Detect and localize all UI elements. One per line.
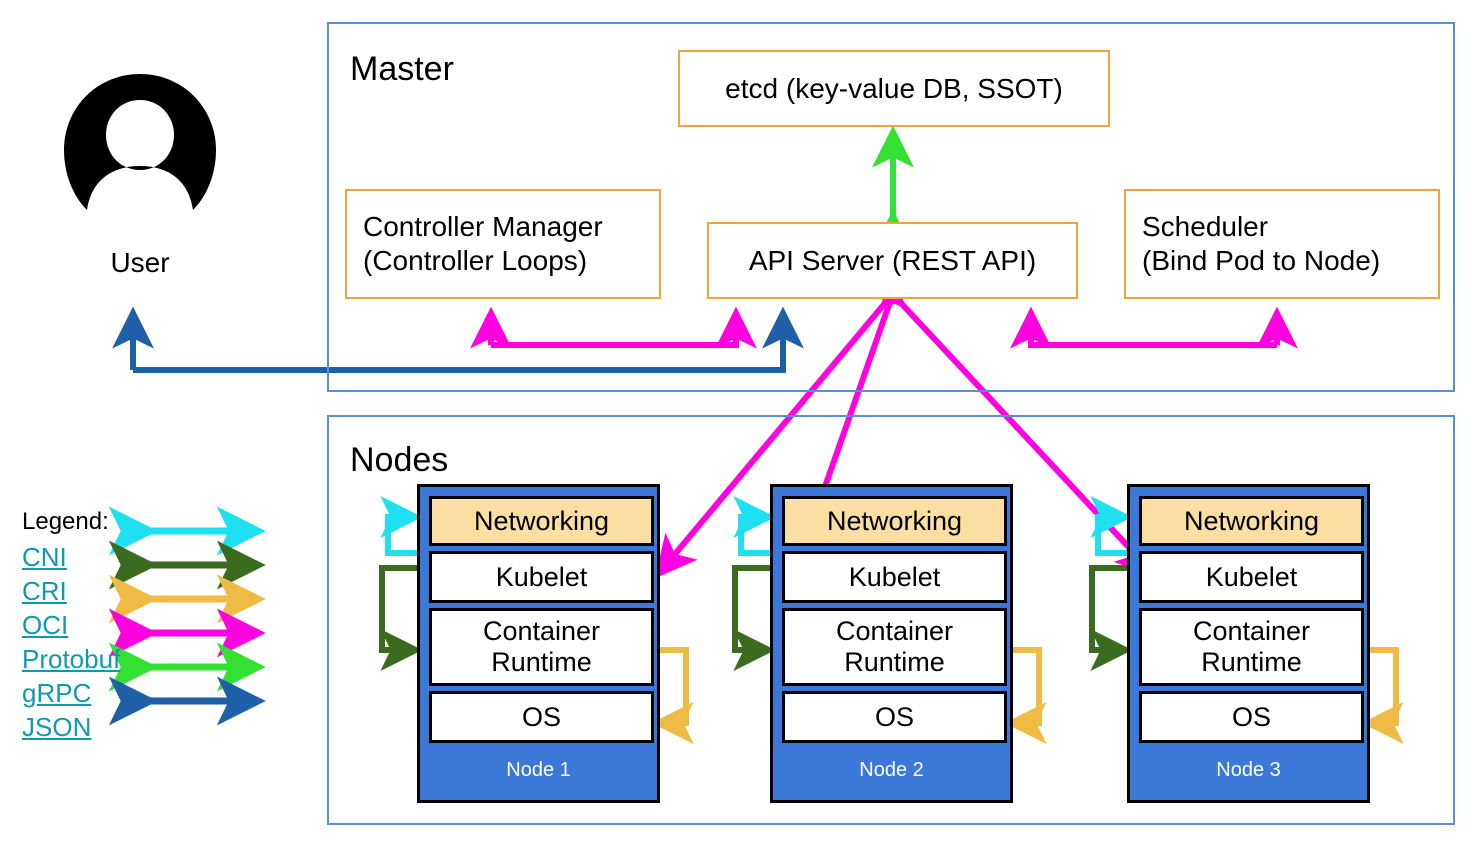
node3-os-label: OS bbox=[1231, 701, 1271, 732]
node1-networking-slot[interactable]: Networking bbox=[429, 496, 654, 546]
node2-networking-label: Networking bbox=[826, 505, 963, 536]
controller-manager-box[interactable]: Controller Manager (Controller Loops) bbox=[345, 189, 661, 299]
node1-networking-label: Networking bbox=[473, 505, 610, 536]
user-avatar-icon bbox=[64, 74, 216, 210]
node3-networking-label: Networking bbox=[1183, 505, 1320, 536]
node1-kubelet-slot[interactable]: Kubelet bbox=[429, 551, 654, 603]
node-card-1[interactable]: Networking Kubelet Container Runtime OS … bbox=[417, 484, 660, 803]
node3-kubelet-slot[interactable]: Kubelet bbox=[1139, 551, 1364, 603]
master-group-title: Master bbox=[350, 50, 454, 88]
legend-item-cri[interactable]: CRI bbox=[22, 576, 67, 606]
legend-title: Legend: bbox=[22, 508, 109, 535]
legend-item-cni[interactable]: CNI bbox=[22, 542, 67, 572]
master-group-container bbox=[327, 22, 1455, 392]
node2-container-runtime-slot[interactable]: Container Runtime bbox=[782, 608, 1007, 686]
node2-kubelet-label: Kubelet bbox=[848, 561, 941, 592]
node3-os-slot[interactable]: OS bbox=[1139, 691, 1364, 743]
etcd-box[interactable]: etcd (key-value DB, SSOT) bbox=[678, 50, 1110, 127]
scheduler-label: Scheduler (Bind Pod to Node) bbox=[1142, 211, 1381, 276]
user-figure bbox=[60, 70, 220, 230]
scheduler-box[interactable]: Scheduler (Bind Pod to Node) bbox=[1124, 189, 1440, 299]
legend-item-oci[interactable]: OCI bbox=[22, 610, 69, 640]
node2-name-label: Node 2 bbox=[859, 759, 924, 781]
legend-item-json[interactable]: JSON bbox=[22, 712, 92, 742]
node3-kubelet-label: Kubelet bbox=[1205, 561, 1298, 592]
node3-container-runtime-slot[interactable]: Container Runtime bbox=[1139, 608, 1364, 686]
node-card-3[interactable]: Networking Kubelet Container Runtime OS … bbox=[1127, 484, 1370, 803]
legend-item-protobuf[interactable]: Protobuf bbox=[22, 644, 121, 674]
node-card-2[interactable]: Networking Kubelet Container Runtime OS … bbox=[770, 484, 1013, 803]
node2-os-label: OS bbox=[874, 701, 914, 732]
node3-networking-slot[interactable]: Networking bbox=[1139, 496, 1364, 546]
api-server-label: API Server (REST API) bbox=[748, 244, 1037, 276]
nodes-group-title: Nodes bbox=[350, 441, 449, 479]
nodes-group-container bbox=[327, 415, 1455, 825]
controller-manager-label: Controller Manager (Controller Loops) bbox=[363, 211, 603, 276]
api-server-box[interactable]: API Server (REST API) bbox=[707, 222, 1078, 299]
node1-container-runtime-label: Container Runtime bbox=[482, 616, 601, 677]
node1-container-runtime-slot[interactable]: Container Runtime bbox=[429, 608, 654, 686]
user-label: User bbox=[110, 247, 170, 278]
node2-kubelet-slot[interactable]: Kubelet bbox=[782, 551, 1007, 603]
node1-kubelet-label: Kubelet bbox=[495, 561, 588, 592]
etcd-label: etcd (key-value DB, SSOT) bbox=[725, 72, 1063, 104]
node1-os-slot[interactable]: OS bbox=[429, 691, 654, 743]
node1-os-label: OS bbox=[521, 701, 561, 732]
legend-item-grpc[interactable]: gRPC bbox=[22, 678, 92, 708]
node2-networking-slot[interactable]: Networking bbox=[782, 496, 1007, 546]
node1-name-label: Node 1 bbox=[506, 759, 571, 781]
node2-os-slot[interactable]: OS bbox=[782, 691, 1007, 743]
node3-container-runtime-label: Container Runtime bbox=[1192, 616, 1311, 677]
node2-container-runtime-label: Container Runtime bbox=[835, 616, 954, 677]
node3-name-label: Node 3 bbox=[1216, 759, 1281, 781]
